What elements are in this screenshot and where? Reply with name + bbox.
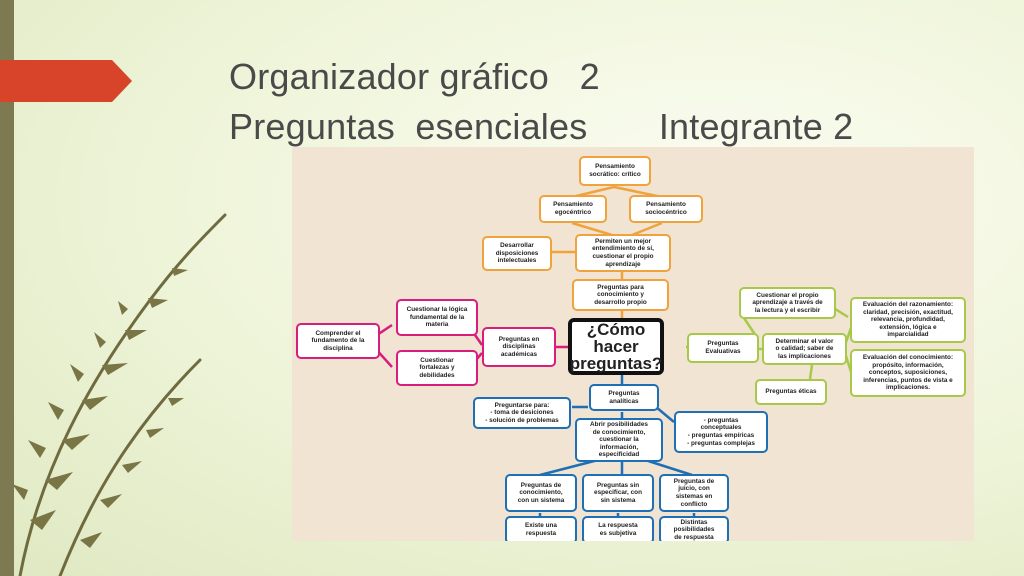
node-desarrollar-disposiciones: Desarrollar disposiciones intelectuales bbox=[482, 236, 552, 271]
node-abrir-posibilidades: Abrir posibilidades de conocimiento, cue… bbox=[575, 418, 663, 462]
node-respuesta-subjetiva: La respuesta es subjetiva bbox=[582, 516, 654, 541]
node-existe-respuesta: Existe una respuesta bbox=[505, 516, 577, 541]
node-center-como-hacer-preguntas: ¿Cómo hacer preguntas? bbox=[568, 318, 664, 375]
node-preguntas-conocimiento-desarrollo: Preguntas para conocimiento y desarrollo… bbox=[572, 279, 669, 311]
fern-decoration bbox=[12, 213, 227, 576]
node-distintas-posibilidades: Distintas posibilidades de respuesta bbox=[659, 516, 729, 541]
node-comprender-fundamento: Comprender el fundamento de la disciplin… bbox=[296, 323, 380, 359]
node-preguntas-sin-sistema: Preguntas sin especificar, con sin siste… bbox=[582, 474, 654, 512]
node-pensamiento-socratico: Pensamiento socrático: crítico bbox=[579, 156, 651, 186]
node-evaluacion-conocimiento: Evaluación del conocimiento: propósito, … bbox=[850, 349, 966, 397]
left-accent-bar bbox=[0, 0, 14, 576]
node-preguntas-analiticas: Preguntas analíticas bbox=[589, 384, 659, 411]
node-pensamiento-sociocentrico: Pensamiento sociocéntrico bbox=[629, 195, 703, 223]
node-permiten-entendimiento: Permiten un mejor entendimiento de sí, c… bbox=[575, 234, 671, 272]
node-preguntas-conceptuales: - preguntas conceptuales - preguntas emp… bbox=[674, 411, 768, 453]
node-preguntas-juicio: Preguntas de juicio, con sistemas en con… bbox=[659, 474, 729, 512]
node-cuestionar-logica: Cuestionar la lógica fundamental de la m… bbox=[396, 299, 478, 336]
slide-title-line-1: Organizador gráfico 2 bbox=[229, 56, 600, 97]
node-cuestionar-fortalezas: Cuestionar fortalezas y debilidades bbox=[396, 350, 478, 386]
node-preguntas-eticas: Preguntas éticas bbox=[755, 379, 827, 405]
node-evaluacion-razonamiento: Evaluación del razonamiento: claridad, p… bbox=[850, 297, 966, 343]
node-preguntarse-para: Preguntarse para: - toma de desiciones -… bbox=[473, 397, 571, 429]
node-pensamiento-egocentrico: Pensamiento egocéntrico bbox=[539, 195, 607, 223]
node-cuestionar-aprendizaje-lectura: Cuestionar el propio aprendizaje a travé… bbox=[739, 287, 836, 319]
node-preguntas-con-sistema: Preguntas de conocimiento, con un sistem… bbox=[505, 474, 577, 512]
concept-map: Pensamiento socrático: crítico Pensamien… bbox=[292, 147, 974, 541]
node-determinar-valor: Determinar el valor o calidad; saber de … bbox=[762, 333, 847, 365]
node-preguntas-disciplinas: Preguntas en disciplinas académicas bbox=[482, 327, 556, 367]
node-preguntas-evaluativas: Preguntas Evaluativas bbox=[687, 333, 759, 363]
slide-title-line-2: Preguntas esenciales Integrante 2 bbox=[229, 106, 854, 147]
title-arrow-icon bbox=[0, 60, 132, 102]
